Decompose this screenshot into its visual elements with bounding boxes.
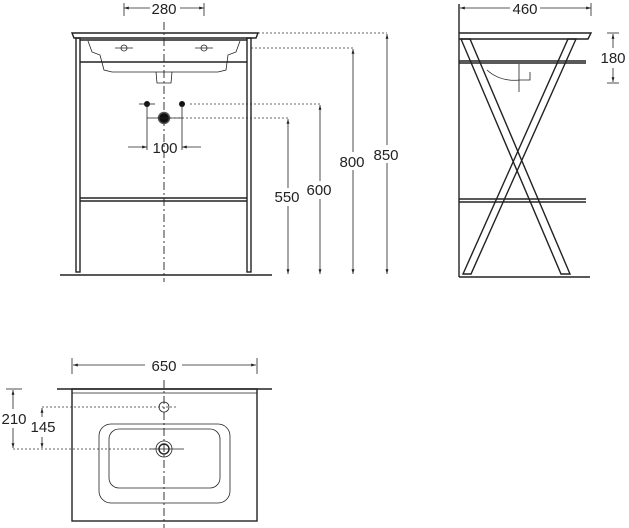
side-countertop: [459, 32, 593, 40]
top-view: 650 210 145: [1, 358, 272, 528]
side-basin: [486, 69, 531, 81]
dim-180: 180: [600, 50, 625, 67]
dim-460: 460: [512, 1, 537, 18]
left-leg: [75, 37, 81, 273]
dim-650: 650: [151, 358, 176, 375]
dim-280: 280: [151, 1, 176, 18]
basin-outer: [98, 423, 231, 504]
x-leg-front: [459, 38, 572, 275]
dim-600: 600: [306, 182, 331, 199]
dim-800: 800: [339, 154, 364, 171]
basin-outline: [87, 40, 241, 73]
dim-145: 145: [30, 419, 55, 436]
right-leg: [246, 37, 252, 273]
basin-inner: [108, 428, 221, 489]
dim-850: 850: [373, 147, 398, 164]
top-outline: [71, 388, 258, 522]
side-view: 460 180: [458, 1, 626, 278]
front-view: 280 100 850 800 600 550: [60, 1, 400, 282]
countertop-slab: [70, 32, 260, 39]
x-leg-back: [461, 38, 578, 275]
dim-210: 210: [1, 411, 26, 428]
dim-100: 100: [152, 140, 177, 157]
dim-550: 550: [274, 189, 299, 206]
